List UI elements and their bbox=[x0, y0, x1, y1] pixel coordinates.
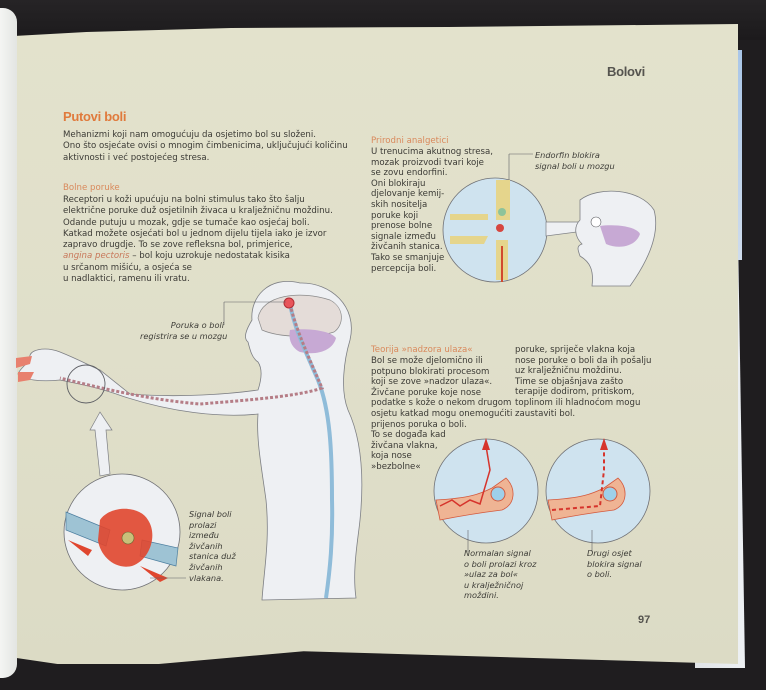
gate-blocked-caption: Drugi osjet blokira signal o boli. bbox=[587, 548, 642, 580]
endorphin-molecule bbox=[496, 224, 504, 232]
nerve-path bbox=[59, 303, 325, 406]
chapter-title: Bolovi bbox=[607, 64, 645, 79]
body-line: Bol se može djelomično ili bbox=[371, 356, 483, 366]
pain-messages-text: Receptori u koži upućuju na bolni stimul… bbox=[63, 195, 333, 285]
body-line: Tako se smanjuje bbox=[371, 252, 445, 263]
gate-theory-col2: poruke, spriječe vlakna koja nose poruke… bbox=[515, 345, 652, 419]
bookmark-edge bbox=[736, 50, 742, 260]
body-line: skih nositelja bbox=[371, 199, 428, 210]
body-line: Živčane poruke koje nose bbox=[371, 387, 482, 398]
left-page-edge bbox=[0, 8, 17, 678]
body-line: koji se zove »nadzor ulaza«. bbox=[371, 377, 493, 388]
hand-tips bbox=[16, 356, 34, 382]
caption-line: »ulaz za bol« bbox=[464, 569, 518, 580]
body-line: podatke s kože o nekom drugom bbox=[371, 398, 512, 409]
brain-registers-caption: Poruka o boli registrira se u mozgu bbox=[140, 320, 228, 341]
caption-line: signal boli u mozgu bbox=[535, 160, 615, 171]
body-line: poruke koji bbox=[371, 210, 419, 221]
caption-line: stanica duž bbox=[189, 551, 236, 562]
gate-normal-illustration bbox=[433, 438, 539, 552]
body-line: djelovanje kemij- bbox=[371, 189, 445, 200]
body-line: uz kralježničnu moždinu. bbox=[515, 366, 622, 377]
synapse-endorphin-illustration bbox=[442, 153, 657, 287]
caption-line: između bbox=[189, 530, 219, 541]
body-line: Receptori u koži upućuju na bolni stimul… bbox=[63, 195, 305, 205]
caption-line: Poruka o boli bbox=[170, 320, 224, 330]
body-line: zapravo drugdje. To se zove refleksna bo… bbox=[63, 240, 293, 251]
signal-passes-caption: Signal boli prolazi između živčanih stan… bbox=[189, 509, 236, 583]
caption-line: živčanih bbox=[189, 561, 223, 572]
page-number: 97 bbox=[638, 614, 651, 626]
gate-blocked-illustration bbox=[545, 438, 651, 552]
caption-line: moždini. bbox=[464, 590, 499, 601]
body-line: Oni blokiraju bbox=[371, 178, 426, 189]
intro-line: Mehanizmi koji nam omogućuju da osjetimo… bbox=[63, 130, 316, 140]
gate-theory-heading: Teorija »nadzora ulaza« bbox=[371, 345, 473, 355]
body-outline bbox=[17, 281, 363, 601]
body-line: »bezbolne« bbox=[371, 461, 421, 472]
body-line: se zovu endorfini. bbox=[371, 168, 448, 179]
caption-line: o boli. bbox=[587, 569, 612, 580]
section-title: Putovi boli bbox=[63, 109, 127, 124]
body-line: živčana vlakna, bbox=[371, 440, 438, 451]
body-line: u nadlaktici, ramenu ili vratu. bbox=[63, 274, 190, 285]
analgesics-text: U trenucima akutnog stresa, mozak proizv… bbox=[371, 147, 493, 274]
caption-line: vlakana. bbox=[189, 572, 224, 583]
caption-line: o boli prolazi kroz bbox=[464, 558, 537, 569]
gate-theory-col1: Bol se može djelomično ili potpuno bloki… bbox=[371, 356, 512, 473]
caption-line: blokira signal bbox=[587, 558, 642, 569]
body-line: terapije dodirom, pritiskom, bbox=[515, 387, 635, 398]
intro-line: Ono što osjećate ovisi o mnogim čimbenic… bbox=[63, 141, 348, 152]
body-line: percepcija boli. bbox=[371, 263, 437, 274]
pain-messages-heading: Bolne poruke bbox=[63, 183, 120, 193]
body-line: osjetu katkad mogu onemogućiti bbox=[371, 408, 513, 419]
body-line: prijenos poruka o boli. bbox=[371, 419, 467, 430]
brain-pain-point bbox=[283, 297, 295, 309]
caption-line: živčanih bbox=[189, 540, 223, 551]
body-line: živčanih stanica. bbox=[371, 242, 443, 253]
caption-line: Signal boli bbox=[189, 509, 232, 519]
italic-term: angina pectoris bbox=[63, 251, 130, 262]
body-line: toplinom ili hladnoćom mogu bbox=[515, 397, 641, 408]
body-line: Katkad možete osjećati bol u jednom dije… bbox=[63, 228, 327, 239]
body-line: nose poruke o boli da ih pošalju bbox=[515, 355, 652, 366]
gate-normal-caption: Normalan signal o boli prolazi kroz »ula… bbox=[464, 548, 536, 601]
caption-line: Drugi osjet bbox=[587, 548, 632, 558]
caption-line: Normalan signal bbox=[464, 548, 531, 558]
body-line: poruke, spriječe vlakna koja bbox=[515, 345, 636, 355]
arm-magnify-circle bbox=[66, 364, 106, 404]
body-line: Odande putuju u mozak, gdje se tumače ka… bbox=[63, 217, 310, 228]
caption-line: prolazi bbox=[189, 519, 217, 530]
endorphin-caption: Endorfin blokira signal boli u mozgu bbox=[535, 150, 615, 171]
body-line: angina pectoris – bol koju uzrokuje nedo… bbox=[63, 251, 290, 262]
magnify-arrow bbox=[89, 411, 113, 477]
intro-text: Mehanizmi koji nam omogućuju da osjetimo… bbox=[63, 130, 348, 164]
caption-line: u kralježničnoj bbox=[464, 579, 524, 590]
body-line: električne poruke duž osjetilnih živaca … bbox=[63, 206, 333, 217]
body-line: Time se objašnjava zašto bbox=[515, 376, 624, 387]
body-line: To se događa kad bbox=[371, 430, 446, 441]
intro-line: aktivnosti i već postojećeg stresa. bbox=[63, 152, 210, 163]
body-line: zaustaviti bol. bbox=[515, 408, 576, 419]
body-line: u srčanom mišiću, a osjeća se bbox=[63, 262, 192, 273]
analgesics-heading: Prirodni analgetici bbox=[371, 136, 449, 146]
human-figure-illustration bbox=[16, 281, 363, 601]
body-line: koja nose bbox=[371, 451, 412, 462]
body-line: prenose bolne bbox=[371, 221, 433, 232]
caption-line: registrira se u mozgu bbox=[140, 330, 228, 341]
body-line: signale između bbox=[371, 231, 436, 242]
body-line: U trenucima akutnog stresa, bbox=[371, 147, 494, 157]
caption-line: Endorfin blokira bbox=[535, 150, 600, 160]
body-line: potpuno blokirati procesom bbox=[371, 366, 490, 377]
body-line: mozak proizvodi tvari koje bbox=[371, 157, 484, 168]
neuron-magnified-illustration bbox=[63, 473, 186, 591]
